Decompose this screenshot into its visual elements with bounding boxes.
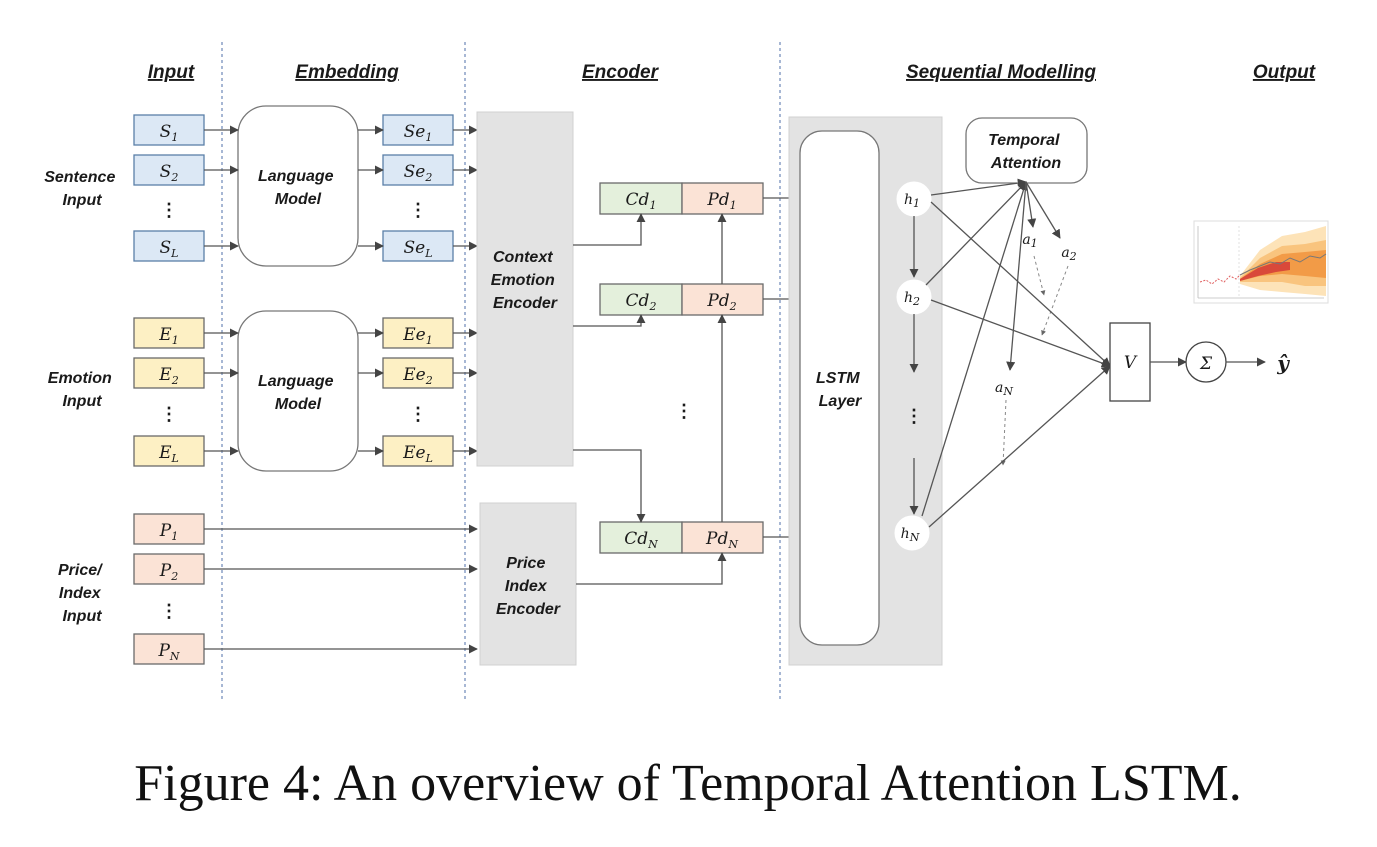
price-index-encoder (479, 502, 577, 666)
pd-n: PdN (705, 529, 738, 551)
header-output: Output (1253, 62, 1316, 83)
language-model-emotion (237, 310, 359, 472)
encoded-pair-boxes (599, 182, 764, 554)
v-label: V (1124, 353, 1138, 373)
lstm-layer (799, 130, 880, 646)
output-y-hat: ŷ (1276, 351, 1290, 375)
temporal-attention-label: Temporal Attention (988, 132, 1064, 172)
context-emotion-encoder (476, 111, 574, 467)
hidden-state-1: h1 (904, 192, 920, 210)
language-model-emotion-label: Language Model (258, 373, 338, 413)
figure-caption: Figure 4: An overview of Temporal Attent… (134, 755, 1242, 812)
emotion-input-2: E2 (158, 365, 178, 387)
hidden-state-n: hN (901, 526, 920, 544)
lstm-layer-label: LSTM Layer (816, 370, 864, 410)
emotion-embedding-boxes (382, 317, 454, 467)
attention-weight-n: aN (995, 380, 1013, 398)
sum-symbol: Σ (1199, 354, 1213, 374)
pd-2: Pd2 (706, 291, 736, 313)
header-input: Input (148, 62, 195, 83)
sentence-input-2: S2 (160, 162, 179, 184)
price-input-1: P1 (159, 521, 178, 543)
sentence-ellipsis: ⋮ (160, 200, 178, 220)
temporal-attention-block (965, 117, 1088, 184)
attention-lines (921, 178, 1111, 528)
sentence-input-1: S1 (160, 122, 179, 144)
header-sequential-modelling: Sequential Modelling (906, 62, 1096, 83)
price-input-2: P2 (159, 561, 178, 583)
encoder-to-pair-arrows (573, 193, 799, 585)
cd-2: Cd2 (626, 291, 657, 313)
emotion-ellipsis: ⋮ (160, 404, 178, 424)
sentence-embedding-2: Se2 (404, 162, 433, 184)
sentence-embedding-ellipsis: ⋮ (409, 200, 427, 220)
hidden-state-2: h2 (904, 290, 920, 308)
v-block (1109, 322, 1151, 402)
sentence-input-boxes (133, 114, 205, 262)
emotion-embedding-l: EeL (402, 443, 433, 465)
group-label-emotion-input: Emotion Input (48, 370, 116, 410)
price-input-n: PN (157, 641, 179, 663)
emotion-embedding-ellipsis: ⋮ (409, 404, 427, 424)
hidden-state-ellipsis: ⋮ (905, 406, 923, 426)
attention-weight-1: a1 (1022, 232, 1037, 250)
emotion-embedding-2: Ee2 (402, 365, 432, 387)
forecast-thumbnail (1193, 220, 1329, 304)
sentence-embedding-1: Se1 (404, 122, 433, 144)
group-label-price-input: Price/ Index Input (58, 562, 106, 625)
cd-n: CdN (624, 529, 658, 551)
sentence-embedding-l: SeL (403, 238, 432, 260)
language-model-sentence-label: Language Model (258, 168, 338, 208)
header-embedding: Embedding (295, 62, 399, 83)
attention-weight-2: a2 (1061, 245, 1076, 263)
group-label-sentence-input: Sentence Input (44, 169, 120, 209)
sentence-embedding-boxes (382, 114, 454, 262)
sentence-input-l: SL (160, 238, 179, 260)
emotion-embedding-1: Ee1 (402, 325, 432, 347)
emotion-input-l: EL (158, 443, 179, 465)
input-to-embedding-arrows (204, 125, 478, 654)
pd-1: Pd1 (706, 190, 736, 212)
emotion-input-1: E1 (158, 325, 178, 347)
context-emotion-encoder-label: Context Emotion Encoder (491, 249, 559, 312)
price-input-boxes (133, 513, 205, 665)
price-index-encoder-label: Price Index Encoder (496, 555, 561, 618)
emotion-input-boxes (133, 317, 205, 467)
header-encoder: Encoder (582, 62, 660, 83)
price-ellipsis: ⋮ (160, 601, 178, 621)
language-model-sentence (237, 105, 359, 267)
cd-1: Cd1 (626, 190, 657, 212)
encoded-pair-ellipsis: ⋮ (675, 401, 693, 421)
